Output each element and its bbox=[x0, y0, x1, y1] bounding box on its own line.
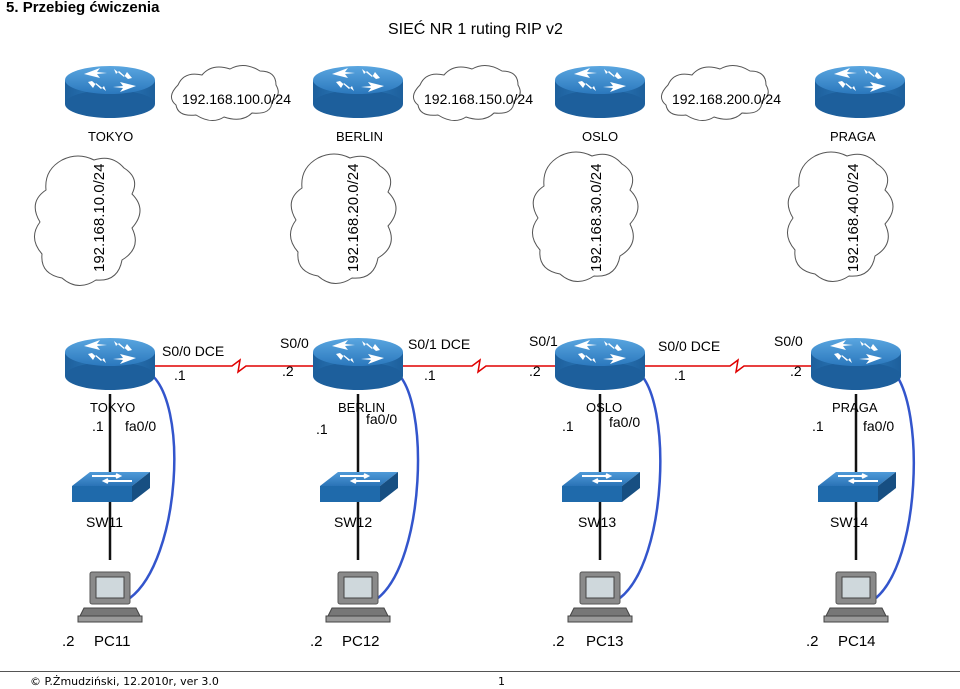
fa-ip-label: .1 bbox=[812, 418, 824, 434]
cloud-net-200 bbox=[661, 65, 769, 121]
serial-link-2 bbox=[398, 358, 560, 374]
cloud-net-30 bbox=[532, 151, 639, 282]
switch-label: SW11 bbox=[86, 514, 124, 530]
copyright-icon: © bbox=[30, 675, 41, 688]
router-label-oslo: OSLO bbox=[586, 400, 623, 415]
serial-if-label: S0/0 bbox=[280, 335, 309, 351]
switch-label: SW13 bbox=[578, 514, 617, 530]
router-label-berlin: BERLIN bbox=[338, 400, 385, 415]
router-icon-tokyo bbox=[65, 338, 155, 390]
console-cable-3 bbox=[619, 371, 662, 599]
serial-if-label: S0/0 DCE bbox=[658, 338, 721, 354]
router-icon-oslo-top bbox=[555, 66, 645, 118]
router-icon-oslo bbox=[555, 338, 645, 390]
diagram-title: SIEĆ NR 1 ruting RIP v2 bbox=[388, 21, 563, 38]
cloud-net-40 bbox=[787, 151, 894, 282]
cloud-net-10 bbox=[34, 155, 141, 286]
serial-link-3 bbox=[640, 358, 816, 374]
router-icon-praga-top bbox=[815, 66, 905, 118]
console-cable-1 bbox=[129, 370, 176, 599]
net-label-10: 192.168.10.0/24 bbox=[91, 163, 108, 272]
fa-if-label: fa0/0 bbox=[125, 418, 157, 434]
router-icon-berlin-top bbox=[313, 66, 403, 118]
serial-ip-label: .2 bbox=[282, 363, 294, 379]
footer-rule bbox=[0, 671, 960, 672]
fa-ip-label: .1 bbox=[562, 418, 574, 434]
pc-label: PC13 bbox=[586, 633, 624, 650]
pc-ip-label: .2 bbox=[552, 633, 565, 650]
pc-ip-label: .2 bbox=[62, 633, 75, 650]
net-label-100: 192.168.100.0/24 bbox=[182, 91, 291, 107]
router-icon-tokyo-top bbox=[65, 66, 155, 118]
pc-label: PC11 bbox=[94, 633, 131, 650]
net-label-30: 192.168.30.0/24 bbox=[588, 163, 605, 272]
pc-ip-label: .2 bbox=[806, 633, 819, 650]
console-cable-2 bbox=[377, 371, 420, 599]
net-label-20: 192.168.20.0/24 bbox=[345, 163, 362, 272]
fa-if-label: fa0/0 bbox=[609, 414, 641, 430]
switch-icon-sw13 bbox=[561, 471, 641, 503]
router-icon-praga bbox=[811, 338, 901, 390]
fa-if-label: fa0/0 bbox=[863, 418, 895, 434]
switch-icon-sw14 bbox=[817, 471, 897, 503]
serial-if-label: S0/1 DCE bbox=[408, 336, 471, 352]
router-label-tokyo: TOKYO bbox=[90, 400, 136, 415]
serial-ip-label: .1 bbox=[674, 367, 686, 383]
serial-ip-label: .2 bbox=[790, 363, 802, 379]
pc-ip-label: .2 bbox=[310, 633, 323, 650]
section-heading: 5. Przebieg ćwiczenia bbox=[6, 0, 160, 16]
serial-if-label: S0/0 DCE bbox=[162, 343, 225, 359]
footer-author: © P.Żmudziński, 12.2010r, ver 3.0 bbox=[30, 675, 219, 688]
serial-if-label: S0/1 bbox=[529, 333, 558, 349]
switch-label: SW12 bbox=[334, 514, 373, 530]
fa-ip-label: .1 bbox=[92, 418, 104, 434]
fa-if-label: fa0/0 bbox=[366, 411, 398, 427]
router-label-berlin-top: BERLIN bbox=[336, 129, 383, 144]
router-label-praga: PRAGA bbox=[832, 400, 878, 415]
cloud-net-20 bbox=[290, 153, 397, 284]
serial-ip-label: .1 bbox=[424, 367, 436, 383]
console-cable-4 bbox=[875, 371, 916, 599]
router-label-praga-top: PRAGA bbox=[830, 129, 876, 144]
cloud-net-150 bbox=[413, 65, 521, 121]
pc-label: PC14 bbox=[838, 633, 876, 650]
router-icon-berlin bbox=[313, 338, 403, 390]
net-label-150: 192.168.150.0/24 bbox=[424, 91, 533, 107]
switch-icon-sw11 bbox=[71, 471, 151, 503]
pc-label: PC12 bbox=[342, 633, 380, 650]
net-label-40: 192.168.40.0/24 bbox=[845, 163, 862, 272]
switch-label: SW14 bbox=[830, 514, 869, 530]
cloud-net-100 bbox=[171, 65, 279, 121]
serial-link-1 bbox=[150, 358, 318, 374]
switch-icon-sw12 bbox=[319, 471, 399, 503]
serial-ip-label: .2 bbox=[529, 363, 541, 379]
router-label-oslo-top: OSLO bbox=[582, 129, 619, 144]
net-label-200: 192.168.200.0/24 bbox=[672, 91, 781, 107]
page-number: 1 bbox=[498, 675, 505, 688]
serial-if-label: S0/0 bbox=[774, 333, 803, 349]
fa-ip-label: .1 bbox=[316, 421, 328, 437]
serial-ip-label: .1 bbox=[174, 367, 186, 383]
router-label-tokyo-top: TOKYO bbox=[88, 129, 134, 144]
